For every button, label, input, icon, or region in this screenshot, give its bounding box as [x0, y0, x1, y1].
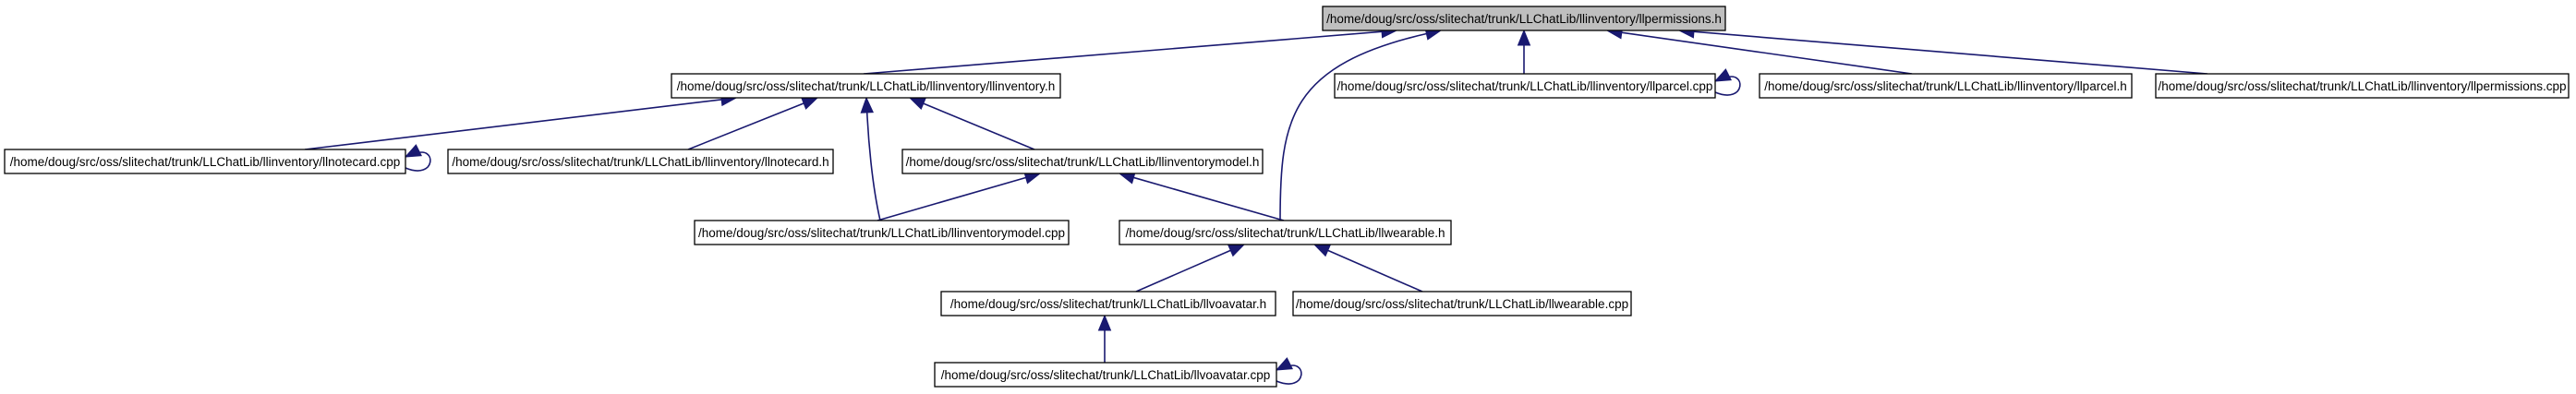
node-label: /home/doug/src/oss/slitechat/trunk/LLCha… [1764, 79, 2126, 93]
node-label: /home/doug/src/oss/slitechat/trunk/LLCha… [1326, 12, 1722, 26]
edge-llinventorymodel_cpp-to-llinventory_h [860, 96, 881, 221]
node-llparcel-h[interactable]: /home/doug/src/oss/slitechat/trunk/LLCha… [1759, 73, 2133, 99]
edge-llnotecard_h-to-llinventory_h [687, 97, 819, 150]
graph-nodes: /home/doug/src/oss/slitechat/trunk/LLCha… [4, 6, 2570, 388]
edge-llnotecard_cpp-to-llinventory_h [304, 92, 738, 150]
node-llpermissions-h[interactable]: /home/doug/src/oss/slitechat/trunk/LLCha… [1322, 6, 1726, 31]
node-box [940, 291, 1276, 316]
node-box [1322, 6, 1726, 31]
node-box [4, 149, 406, 174]
node-label: /home/doug/src/oss/slitechat/trunk/LLCha… [2159, 79, 2567, 93]
edge-llparcel_cpp-to-llparcel_cpp [1713, 68, 1741, 96]
node-label: /home/doug/src/oss/slitechat/trunk/LLCha… [1337, 79, 1713, 93]
node-label: /home/doug/src/oss/slitechat/trunk/LLCha… [906, 155, 1260, 169]
node-llnotecard-h[interactable]: /home/doug/src/oss/slitechat/trunk/LLCha… [447, 149, 834, 174]
node-llinventory-h[interactable]: /home/doug/src/oss/slitechat/trunk/LLCha… [671, 73, 1061, 99]
node-box [447, 149, 834, 174]
edge-llpermissions_cpp-to-llpermissions_h [1677, 25, 2208, 75]
edge-llinventorymodel_cpp-to-llinventorymodel_h [877, 171, 1042, 221]
node-label: /home/doug/src/oss/slitechat/trunk/LLCha… [452, 155, 828, 169]
node-llnotecard-cpp[interactable]: /home/doug/src/oss/slitechat/trunk/LLCha… [4, 149, 406, 174]
node-llinventorymodel-cpp[interactable]: /home/doug/src/oss/slitechat/trunk/LLCha… [694, 220, 1070, 245]
node-llvoavatar-h[interactable]: /home/doug/src/oss/slitechat/trunk/LLCha… [940, 291, 1276, 316]
node-llpermissions-cpp[interactable]: /home/doug/src/oss/slitechat/trunk/LLCha… [2155, 73, 2570, 99]
node-box [901, 149, 1264, 174]
node-box [694, 220, 1070, 245]
edge-llvoavatar_cpp-to-llvoavatar_cpp [1275, 357, 1302, 385]
edge-llinventorymodel_h-to-llinventory_h [908, 97, 1035, 150]
node-llwearable-h[interactable]: /home/doug/src/oss/slitechat/trunk/LLCha… [1119, 220, 1452, 245]
node-box [1119, 220, 1452, 245]
node-box [934, 362, 1277, 388]
node-label: /home/doug/src/oss/slitechat/trunk/LLCha… [10, 155, 400, 169]
node-llvoavatar-cpp[interactable]: /home/doug/src/oss/slitechat/trunk/LLCha… [934, 362, 1277, 388]
edge-llwearable_h-to-llpermissions_h [1279, 27, 1443, 221]
edge-llparcel_h-to-llpermissions_h [1605, 26, 1913, 75]
node-label: /home/doug/src/oss/slitechat/trunk/LLCha… [677, 79, 1055, 93]
edge-llparcel_cpp-to-llpermissions_h [1517, 29, 1531, 74]
node-llwearable-cpp[interactable]: /home/doug/src/oss/slitechat/trunk/LLCha… [1292, 291, 1632, 316]
edge-llvoavatar_h-to-llwearable_h [1135, 244, 1246, 293]
node-llparcel-cpp[interactable]: /home/doug/src/oss/slitechat/trunk/LLCha… [1334, 73, 1716, 99]
node-llinventorymodel-h[interactable]: /home/doug/src/oss/slitechat/trunk/LLCha… [901, 149, 1264, 174]
node-box [1292, 291, 1632, 316]
node-label: /home/doug/src/oss/slitechat/trunk/LLCha… [1296, 297, 1628, 311]
edge-llvoavatar_cpp-to-llvoavatar_h [1097, 314, 1112, 363]
node-label: /home/doug/src/oss/slitechat/trunk/LLCha… [941, 368, 1270, 382]
node-label: /home/doug/src/oss/slitechat/trunk/LLCha… [698, 226, 1065, 240]
edge-llwearable_h-to-llinventorymodel_h [1118, 171, 1285, 221]
node-box [1759, 73, 2133, 99]
edge-llwearable_cpp-to-llwearable_h [1312, 244, 1423, 293]
edge-llnotecard_cpp-to-llnotecard_cpp [404, 144, 431, 172]
node-label: /home/doug/src/oss/slitechat/trunk/LLCha… [950, 297, 1266, 311]
node-box [1334, 73, 1716, 99]
edge-llinventory_h-to-llpermissions_h [863, 25, 1398, 75]
node-label: /home/doug/src/oss/slitechat/trunk/LLCha… [1126, 226, 1445, 240]
node-box [671, 73, 1061, 99]
node-box [2155, 73, 2570, 99]
